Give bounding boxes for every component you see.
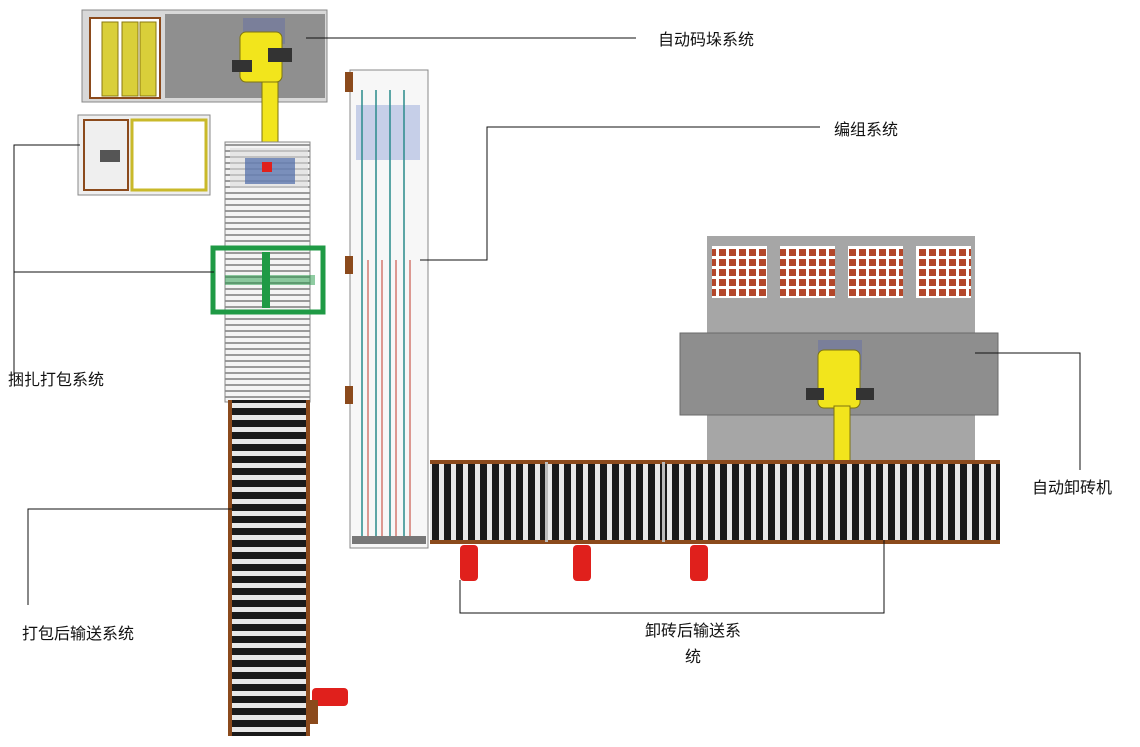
grouping-station: [345, 69, 429, 549]
leader-unloading: [975, 352, 1081, 470]
label-post-unload-line1: 卸砖后输送系: [644, 621, 741, 640]
post-pack-motor: [310, 688, 348, 724]
palletizing-station: [81, 9, 328, 103]
post-pack-conveyor: [228, 400, 310, 736]
label-post-pack-conveyor: 打包后输送系统: [22, 624, 135, 643]
label-post-unload-line2: 统: [684, 647, 701, 666]
post-unload-conveyor: [430, 460, 1000, 544]
packing-unit: [77, 114, 211, 196]
strapping-frame: [210, 245, 326, 315]
leader-post-pack: [27, 508, 232, 605]
leader-grouping: [420, 126, 820, 261]
post-unload-motor-3: [690, 545, 708, 581]
leader-strapping: [13, 144, 80, 375]
label-grouping: 编组系统: [834, 120, 899, 139]
label-palletizing: 自动码垛系统: [658, 30, 755, 49]
leader-post-unload: [459, 540, 885, 614]
label-unloading-robot: 自动卸砖机: [1032, 478, 1113, 497]
brick-stacks: [712, 246, 971, 298]
leader-lines: [13, 37, 1081, 614]
label-strapping: 捆扎打包系统: [8, 370, 105, 389]
post-unload-motor-2: [573, 545, 591, 581]
label-post-unload-conveyor: 卸砖后输送系 统: [628, 618, 758, 670]
post-unload-motor-1: [460, 545, 478, 581]
